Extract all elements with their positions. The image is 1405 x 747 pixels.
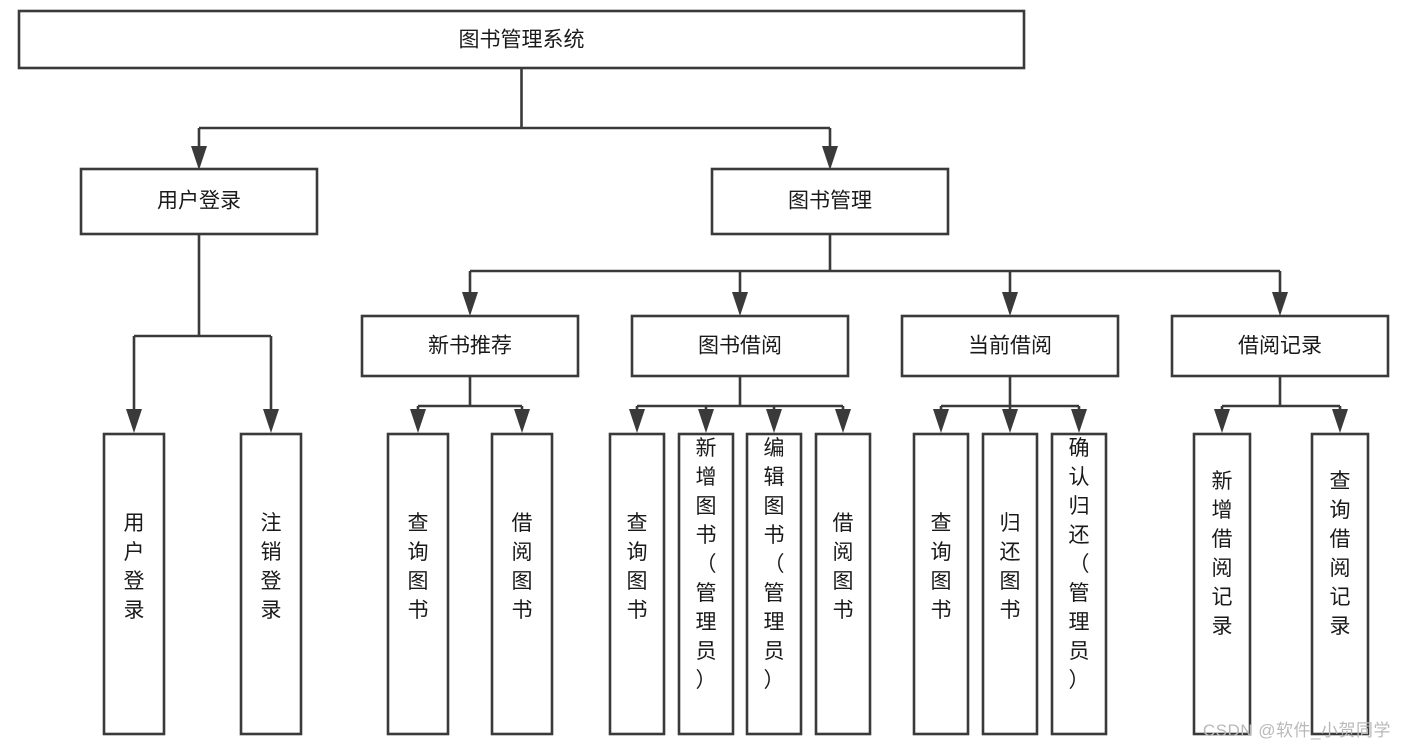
node-leaf-query-book-recommend-box[interactable] — [386, 432, 450, 736]
node-book-manage[interactable]: 图书管理 — [710, 167, 950, 236]
node-leaf-logout-box[interactable] — [239, 432, 303, 736]
arrow-head-leaf-book-borrow-1 — [629, 409, 645, 433]
node-leaf-confirm-return-label: 确认归还（管理员） — [1069, 437, 1090, 692]
node-new-book-recommend-box[interactable] — [360, 314, 580, 378]
node-book-manage-box[interactable] — [710, 167, 950, 236]
node-leaf-query-book-current-label: 查询图书 — [931, 512, 952, 622]
node-leaf-add-book-box[interactable] — [677, 432, 735, 736]
node-leaf-add-borrow-record[interactable]: 新增借阅记录 — [1192, 432, 1252, 736]
node-current-borrow-box[interactable] — [900, 314, 1120, 378]
connector-group-book-manage — [462, 234, 1288, 316]
node-leaf-confirm-return-box[interactable] — [1050, 432, 1108, 736]
arrow-head-new-book-recommend — [462, 292, 478, 316]
node-user-login-label: 用户登录 — [157, 190, 241, 213]
node-leaf-query-book-recommend-label: 查询图书 — [408, 512, 429, 622]
arrow-head-book-manage — [822, 146, 838, 170]
node-leaf-query-book-current[interactable]: 查询图书 — [912, 432, 970, 736]
connector-group-user-login — [126, 234, 279, 433]
node-leaf-edit-book-label: 编辑图书（管理员） — [764, 437, 785, 692]
node-leaf-add-borrow-record-box[interactable] — [1192, 432, 1252, 736]
node-new-book-recommend-label: 新书推荐 — [428, 335, 512, 358]
node-leaf-query-borrow-record[interactable]: 查询借阅记录 — [1310, 432, 1370, 736]
arrow-head-leaf-new-book-1 — [410, 409, 426, 433]
node-leaf-add-book[interactable]: 新增图书（管理员） — [677, 432, 735, 736]
node-book-borrow-box[interactable] — [630, 314, 850, 378]
node-leaf-query-borrow-record-box[interactable] — [1310, 432, 1370, 736]
node-leaf-logout-label: 注销登录 — [261, 512, 282, 622]
node-leaf-user-login[interactable]: 用户登录 — [102, 432, 166, 736]
node-current-borrow[interactable]: 当前借阅 — [900, 314, 1120, 378]
node-leaf-borrow-book-box[interactable] — [814, 432, 872, 736]
node-leaf-return-book[interactable]: 归还图书 — [981, 432, 1039, 736]
node-leaf-borrow-book-label: 借阅图书 — [833, 512, 854, 622]
node-borrow-record-label: 借阅记录 — [1238, 335, 1322, 358]
arrow-head-leaf-borrow-record-2 — [1332, 409, 1348, 433]
arrow-head-leaf-book-borrow-4 — [835, 409, 851, 433]
node-user-login-box[interactable] — [79, 167, 319, 236]
node-root-label: 图书管理系统 — [459, 29, 585, 52]
arrow-head-leaf-current-borrow-3 — [1071, 409, 1087, 433]
arrow-head-leaf-user-login-2 — [263, 409, 279, 433]
node-leaf-query-book-current-box[interactable] — [912, 432, 970, 736]
node-leaf-query-book-borrow[interactable]: 查询图书 — [608, 432, 666, 736]
arrow-head-user-login — [191, 146, 207, 170]
node-borrow-record-box[interactable] — [1170, 314, 1390, 378]
node-leaf-query-book-borrow-box[interactable] — [608, 432, 666, 736]
node-leaf-borrow-book-recommend-label: 借阅图书 — [512, 512, 533, 622]
arrow-head-leaf-borrow-record-1 — [1214, 409, 1230, 433]
arrow-head-book-borrow — [732, 292, 748, 316]
connector-group-book-borrow — [629, 376, 851, 433]
node-leaf-borrow-book-recommend-box[interactable] — [490, 432, 554, 736]
node-leaf-borrow-book[interactable]: 借阅图书 — [814, 432, 872, 736]
node-book-borrow[interactable]: 图书借阅 — [630, 314, 850, 378]
arrow-head-current-borrow — [1002, 292, 1018, 316]
node-leaf-return-book-box[interactable] — [981, 432, 1039, 736]
node-book-borrow-label: 图书借阅 — [698, 335, 782, 358]
node-leaf-query-book-borrow-label: 查询图书 — [627, 512, 648, 622]
node-leaf-borrow-book-recommend[interactable]: 借阅图书 — [490, 432, 554, 736]
arrow-head-leaf-new-book-2 — [514, 409, 530, 433]
node-book-manage-label: 图书管理 — [788, 190, 872, 213]
node-leaf-confirm-return[interactable]: 确认归还（管理员） — [1050, 432, 1108, 736]
node-leaf-user-login-label: 用户登录 — [124, 512, 145, 622]
node-leaf-edit-book-box[interactable] — [745, 432, 803, 736]
arrow-head-leaf-book-borrow-2 — [698, 409, 714, 433]
connector-group-root — [191, 68, 838, 170]
connector-group-borrow-record — [1214, 376, 1348, 433]
node-user-login[interactable]: 用户登录 — [79, 167, 319, 236]
arrow-head-leaf-current-borrow-1 — [933, 409, 949, 433]
node-leaf-add-book-label: 新增图书（管理员） — [696, 437, 717, 692]
node-leaf-edit-book[interactable]: 编辑图书（管理员） — [745, 432, 803, 736]
connector-group-current-borrow — [933, 376, 1087, 433]
arrow-head-leaf-current-borrow-2 — [1002, 409, 1018, 433]
arrow-head-borrow-record — [1272, 292, 1288, 316]
node-leaf-return-book-label: 归还图书 — [1000, 512, 1021, 622]
node-leaf-add-borrow-record-label: 新增借阅记录 — [1212, 470, 1233, 638]
node-leaf-query-book-recommend[interactable]: 查询图书 — [386, 432, 450, 736]
watermark-label: CSDN @软件_小贺同学 — [1202, 721, 1391, 740]
node-borrow-record[interactable]: 借阅记录 — [1170, 314, 1390, 378]
node-new-book-recommend[interactable]: 新书推荐 — [360, 314, 580, 378]
node-root-box[interactable] — [17, 9, 1026, 70]
node-leaf-logout[interactable]: 注销登录 — [239, 432, 303, 736]
arrow-head-leaf-user-login-1 — [126, 409, 142, 433]
node-leaf-query-borrow-record-label: 查询借阅记录 — [1330, 470, 1351, 638]
node-root[interactable]: 图书管理系统 — [17, 9, 1026, 70]
connector-group-new-book-recommend — [410, 376, 530, 433]
arrow-head-leaf-book-borrow-3 — [766, 409, 782, 433]
node-leaf-user-login-box[interactable] — [102, 432, 166, 736]
node-current-borrow-label: 当前借阅 — [968, 335, 1052, 358]
